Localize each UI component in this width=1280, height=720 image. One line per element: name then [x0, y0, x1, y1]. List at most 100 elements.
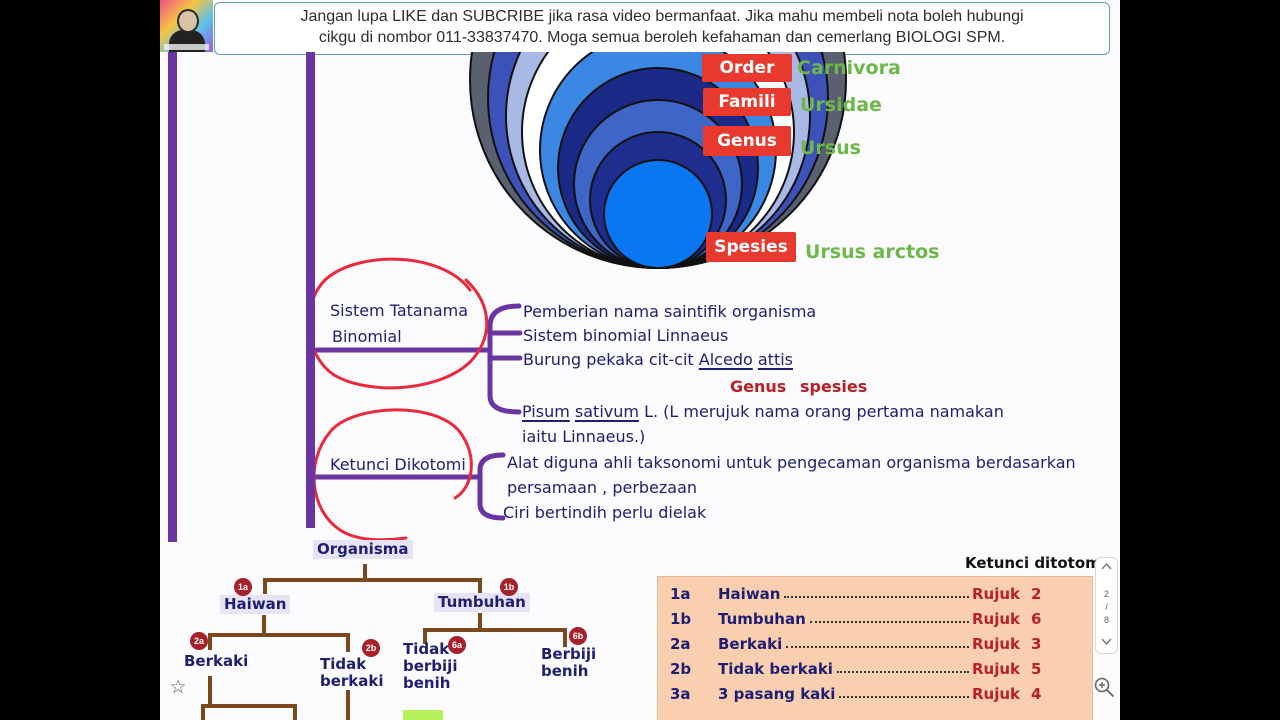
key-row-ref: Rujuk: [972, 584, 1021, 603]
binomial-point-1: Pemberian nama saintifik organisma: [523, 302, 817, 321]
key-row-item: 3 pasang kaki: [718, 684, 836, 703]
tree-node-tidak-berkaki-line-1: Tidak: [320, 655, 367, 673]
binomial-point-4: Pisum sativum L. (L merujuk nama orang p…: [522, 402, 1004, 422]
key-row-code: 1a: [670, 584, 691, 603]
key-row-code: 3a: [670, 684, 691, 703]
inner-purple-spine: [306, 52, 315, 528]
rank-label-genus: Genus: [703, 126, 791, 156]
key-row-code: 1b: [670, 609, 692, 628]
binomial-title-line-2: Binomial: [332, 327, 402, 346]
binomial-point-2: Sistem binomial Linnaeus: [523, 326, 729, 345]
key-row-target: 5: [1031, 659, 1042, 678]
key-row-item: Tumbuhan: [718, 609, 806, 628]
pisum-word: Pisum: [522, 402, 570, 421]
key-row-leader: [839, 695, 969, 698]
dichotomous-red-circle: [312, 408, 473, 542]
tree-branch-root: [263, 564, 482, 594]
outer-purple-spine: [168, 52, 177, 542]
rank-label-spesies: Spesies: [706, 232, 796, 262]
tree-node-tidak-berbiji-line-1: Tidak: [403, 640, 450, 658]
key-row-item: Berkaki: [718, 634, 783, 653]
tree-node-tidak-berbiji-benih: Tidak berbiji benih: [403, 641, 457, 692]
tree-node-berbiji-line-2: benih: [541, 662, 589, 680]
key-row: 2a Berkaki Rujuk 3: [658, 631, 1092, 656]
avatar-figure-face: [177, 9, 199, 33]
binomial-point-5: iaitu Linnaeus.): [522, 427, 646, 446]
key-table-title: Ketunci ditotom: [965, 554, 1101, 572]
page-total: 8: [1103, 615, 1109, 625]
tree-node-tidak-berbiji-line-2: berbiji: [403, 657, 458, 675]
channel-avatar: [160, 0, 213, 52]
sativum-word: sativum: [574, 402, 639, 421]
dichotomous-key-table: 1a Haiwan Rujuk 2 1b Tumbuhan Rujuk 6 2a…: [657, 576, 1093, 720]
tree-branch-tumbuhan: [423, 613, 567, 647]
rank-name-order: Carnivora: [797, 57, 901, 79]
key-row-item: Haiwan: [718, 584, 781, 603]
zoom-in-icon[interactable]: [1092, 675, 1116, 699]
tree-badge-6b: 6b: [569, 627, 587, 645]
tree-node-tidak-berkaki-line-2: berkaki: [320, 672, 384, 690]
avatar-caption-strip: [164, 44, 209, 50]
tree-node-tidak-berbiji-line-3: benih: [403, 674, 451, 692]
dichotomous-point-1: Alat diguna ahli taksonomi untuk pengeca…: [507, 453, 1076, 472]
binomial-title-line-1: Sistem Tatanama: [330, 301, 469, 320]
page-scroller[interactable]: 2 / 8: [1095, 557, 1118, 654]
dichotomous-point-2: Ciri bertindih perlu dielak: [503, 503, 707, 522]
page-separator: /: [1105, 602, 1108, 612]
rank-name-spesies: Ursus arctos: [805, 241, 940, 263]
key-row-leader: [809, 620, 969, 623]
page-current: 2: [1103, 589, 1109, 599]
star-icon[interactable]: ☆: [169, 676, 187, 698]
binomial-red-circle: [307, 257, 489, 390]
banner-line-1: Jangan lupa LIKE dan SUBCRIBE jika rasa …: [300, 8, 1024, 25]
key-row: 1b Tumbuhan Rujuk 6: [658, 606, 1092, 631]
genus-annotation: Genus: [730, 377, 787, 396]
taxonomy-rings-diagram: [469, 52, 847, 269]
tree-node-tumbuhan: Tumbuhan: [434, 593, 530, 612]
binomial-point-4-rest: L. (L merujuk nama orang pertama namakan: [644, 402, 1004, 421]
tree-node-berbiji-line-1: Berbiji: [541, 645, 597, 663]
key-row-target: 3: [1031, 634, 1042, 653]
binomial-brace: [487, 303, 522, 415]
tree-node-tidak-berkaki: Tidak berkaki: [320, 656, 384, 690]
key-row-ref: Rujuk: [972, 609, 1021, 628]
key-row-leader: [784, 595, 969, 598]
tree-badge-1a: 1a: [234, 578, 252, 596]
chevron-up-icon[interactable]: [1101, 562, 1112, 570]
tree-node-haiwan: Haiwan: [220, 595, 291, 614]
key-row-leader: [836, 670, 969, 673]
key-row-code: 2a: [670, 634, 691, 653]
key-row-target: 6: [1031, 609, 1042, 628]
rank-name-famili: Ursidae: [800, 94, 882, 116]
key-row-leader: [786, 645, 969, 648]
tree-branch-haiwan: [208, 615, 350, 652]
chevron-down-icon[interactable]: [1101, 638, 1112, 646]
key-row: 1a Haiwan Rujuk 2: [658, 581, 1092, 606]
key-row: 2b Tidak berkaki Rujuk 5: [658, 656, 1092, 681]
species-annotation: spesies: [800, 377, 868, 396]
announcement-banner: Jangan lupa LIKE dan SUBCRIBE jika rasa …: [214, 2, 1110, 55]
green-highlight: [403, 710, 443, 720]
dichotomous-brace: [477, 452, 506, 521]
species-word: attis: [757, 350, 793, 369]
binomial-example-prefix: Burung pekaka cit-cit: [523, 350, 694, 369]
dichotomous-point-1-cont: persamaan , perbezaan: [507, 478, 698, 497]
dichotomous-title: Ketunci Dikotomi: [330, 455, 466, 474]
banner-line-2: cikgu di nombor 011-33837470. Moga semua…: [318, 29, 1006, 46]
tree-badge-2a: 2a: [190, 632, 208, 650]
tree-branch-lower: [201, 676, 350, 720]
key-row-ref: Rujuk: [972, 684, 1021, 703]
key-row: 3a 3 pasang kaki Rujuk 4: [658, 681, 1092, 706]
tree-badge-6a: 6a: [448, 636, 466, 654]
key-row-ref: Rujuk: [972, 659, 1021, 678]
rank-name-genus: Ursus: [800, 137, 861, 159]
key-row-item: Tidak berkaki: [718, 659, 833, 678]
key-row-code: 2b: [670, 659, 692, 678]
rank-label-famili: Famili: [703, 88, 791, 116]
tree-root-organisma: Organisma: [313, 540, 413, 559]
key-row-target: 4: [1031, 684, 1042, 703]
tree-node-berkaki: Berkaki: [184, 652, 249, 670]
taxonomy-ring-9: [603, 159, 713, 269]
